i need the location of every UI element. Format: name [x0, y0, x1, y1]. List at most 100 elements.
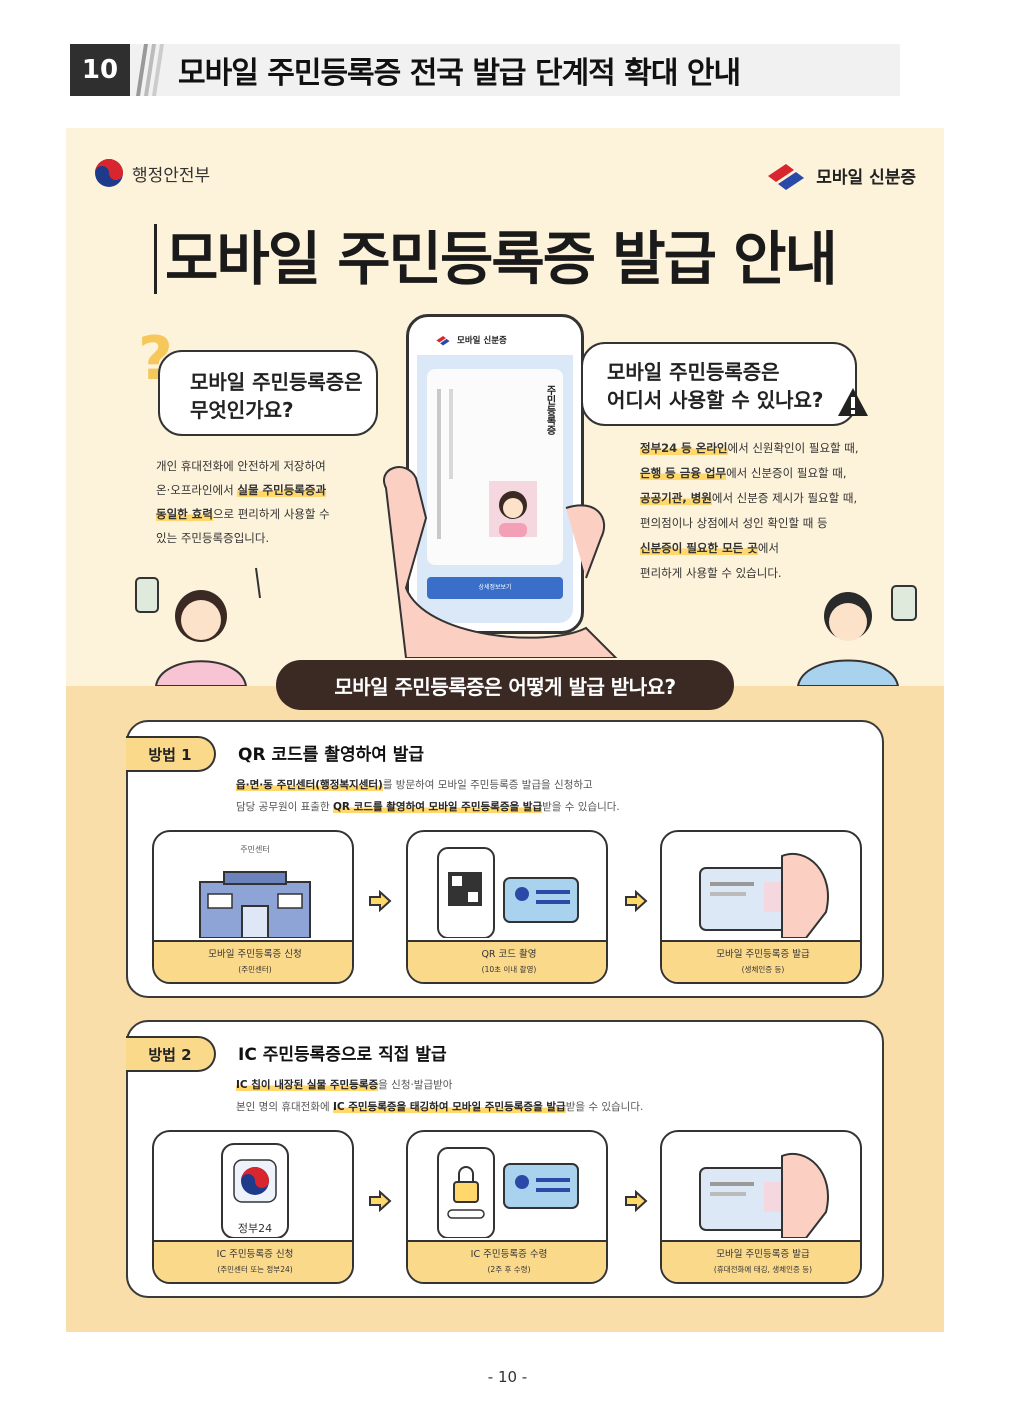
desc-highlight: 신분증이 필요한 모든 곳 [640, 541, 758, 555]
step-art [662, 1132, 860, 1242]
card-text-line [437, 389, 441, 539]
phone-screen: 모바일 신분증 주민등록증 상세정보보기 [417, 325, 573, 623]
header-stripes-decoration [136, 44, 164, 96]
mobile-id-logo-block: 모바일 신분증 [764, 156, 916, 194]
method-title: QR 코드를 촬영하여 발급 [238, 745, 425, 765]
arrow-right-icon [625, 890, 648, 912]
gov24-phone-icon [221, 1143, 289, 1238]
card-photo-icon [489, 481, 537, 537]
section-header: 10 모바일 주민등록증 전국 발급 단계적 확대 안내 [70, 44, 900, 96]
desc-text: 을 신청·발급받아 [378, 1079, 453, 1091]
bubble-line: 어디서 사용할 수 있나요? [607, 388, 824, 412]
mobile-id-brand-icon [436, 336, 450, 346]
man-character-illustration [796, 585, 917, 686]
step-label: IC 주민등록증 수령 [470, 1249, 548, 1260]
step-card: 정부24 IC 주민등록증 신청 (주민센터 또는 정부24) [152, 1130, 354, 1284]
desc-highlight: IC 주민등록증을 태깅하여 모바일 주민등록증을 발급 [332, 1101, 566, 1113]
desc-text: 편리하게 사용할 수 있습니다. [640, 566, 782, 580]
hand-holding-phone-illustration [383, 466, 618, 658]
id-card-title: 주민등록증 [544, 385, 555, 435]
step-caption: 모바일 주민등록증 발급 (휴대전화에 태깅, 생체인증 등) [662, 1240, 860, 1282]
detail-view-button[interactable]: 상세정보보기 [427, 577, 563, 599]
step-label: 모바일 주민등록증 신청 [208, 949, 302, 960]
step-caption: QR 코드 촬영 (10초 이내 촬영) [408, 940, 606, 982]
desc-text: 에서 신분증 제시가 필요할 때, [711, 491, 858, 505]
description-what: 개인 휴대전화에 안전하게 저장하여 온·오프라인에서 실물 주민등록증과 동일… [156, 454, 366, 550]
ministry-logo-block: 행정안전부 [94, 158, 210, 188]
step-sublabel: (2주 후 수령) [487, 1265, 531, 1274]
mobile-id-in-hand-illustration [699, 1152, 829, 1238]
mobile-id-label: 모바일 신분증 [816, 167, 916, 188]
bubble-line: 무엇인가요? [190, 398, 294, 422]
woman-character-illustration [135, 567, 261, 686]
method-2-box: 방법 2 IC 주민등록증으로 직접 발급 IC 칩이 내장된 실물 주민등록증… [126, 1020, 884, 1298]
desc-highlight: 실물 주민등록증과 [237, 483, 327, 497]
desc-text: 으로 편리하게 사용할 수 [212, 507, 330, 521]
arrow-right-icon [625, 1190, 648, 1212]
section-number: 10 [70, 44, 130, 96]
step-sublabel: (생체인증 등) [741, 965, 785, 974]
desc-text: 편의점이나 상점에서 성인 확인할 때 등 [640, 516, 828, 530]
step-label: 모바일 주민등록증 발급 [716, 1249, 810, 1260]
desc-highlight: 정부24 등 온라인 [640, 441, 728, 455]
description-where: 정부24 등 온라인에서 신원확인이 필요할 때, 은행 등 금융 업무에서 신… [640, 436, 910, 586]
step-card: 모바일 주민등록증 발급 (휴대전화에 태깅, 생체인증 등) [660, 1130, 862, 1284]
step-card: 모바일 주민등록증 발급 (생체인증 등) [660, 830, 862, 984]
method-description: IC 칩이 내장된 실물 주민등록증을 신청·발급받아 본인 명의 휴대전화에 … [236, 1074, 643, 1118]
step-art: 정부24 [154, 1132, 352, 1242]
step-sublabel: (휴대전화에 태깅, 생체인증 등) [713, 1265, 813, 1274]
desc-text: 받을 수 있습니다. [542, 801, 620, 813]
step-sublabel: (주민센터 또는 정부24) [217, 1265, 293, 1274]
app-bar: 모바일 신분증 [417, 325, 573, 355]
step-card: QR 코드 촬영 (10초 이내 촬영) [406, 830, 608, 984]
step-art [408, 1132, 606, 1242]
step-art [408, 832, 606, 942]
desc-highlight: QR 코드를 촬영하여 모바일 주민등록증을 발급 [332, 801, 543, 813]
desc-text: 에서 신원확인이 필요할 때, [727, 441, 859, 455]
desc-highlight: 읍·면·동 주민센터(행정복지센터) [236, 779, 383, 791]
speech-bubble-what: 모바일 주민등록증은 무엇인가요? [158, 350, 378, 436]
step-card: 주민센터 모바일 주민등록증 신청 (주민센터) [152, 830, 354, 984]
desc-highlight: 은행 등 금융 업무 [640, 466, 727, 480]
taegeuk-logo-icon [95, 159, 123, 187]
community-center-label: 주민센터 [240, 845, 270, 854]
card-text-line [449, 389, 453, 479]
step-label: IC 주민등록증 신청 [216, 1249, 294, 1260]
arrow-right-icon [369, 890, 392, 912]
desc-highlight: IC 칩이 내장된 실물 주민등록증 [236, 1079, 379, 1091]
phone-illustration: 모바일 신분증 주민등록증 상세정보보기 [406, 314, 584, 634]
bubble-line: 모바일 주민등록증은 [607, 360, 780, 384]
method-description: 읍·면·동 주민센터(행정복지센터)를 방문하여 모바일 주민등록증 발급을 신… [236, 774, 620, 818]
step-art: 주민센터 [154, 832, 352, 942]
desc-text: 온·오프라인에서 [156, 483, 238, 497]
step-label: 모바일 주민등록증 발급 [716, 949, 810, 960]
id-card: 주민등록증 [427, 369, 563, 565]
section-title: 모바일 주민등록증 전국 발급 단계적 확대 안내 [178, 56, 741, 91]
desc-text: 에서 신분증이 필요할 때, [726, 466, 847, 480]
desc-text: 담당 공무원이 표출한 [236, 801, 333, 813]
bubble-line: 모바일 주민등록증은 [190, 370, 363, 394]
desc-text: 에서 [757, 541, 779, 555]
desc-text: 개인 휴대전화에 안전하게 저장하여 [156, 459, 326, 473]
desc-text: 본인 명의 휴대전화에 [236, 1101, 333, 1113]
desc-text: 있는 주민등록증입니다. [156, 531, 270, 545]
poster: 행정안전부 모바일 신분증 모바일 주민등록증 발급 안내 ? 모바일 주민등록… [66, 128, 944, 1332]
method-tag: 방법 2 [126, 1036, 216, 1072]
how-to-issue-banner: 모바일 주민등록증은 어떻게 발급 받나요? [276, 660, 734, 710]
step-caption: 모바일 주민등록증 신청 (주민센터) [154, 940, 352, 982]
desc-text: 받을 수 있습니다. [565, 1101, 644, 1113]
arrow-right-icon [369, 1190, 392, 1212]
method-1-box: 방법 1 QR 코드를 촬영하여 발급 읍·면·동 주민센터(행정복지센터)를 … [126, 720, 884, 998]
qr-scan-illustration [437, 847, 579, 938]
desc-text: 를 방문하여 모바일 주민등록증 발급을 신청하고 [382, 779, 593, 791]
desc-highlight: 공공기관, 병원 [640, 491, 712, 505]
method-tag: 방법 1 [126, 736, 216, 772]
speech-bubble-where: 모바일 주민등록증은 어디서 사용할 수 있나요? [581, 342, 857, 426]
step-card: IC 주민등록증 수령 (2주 후 수령) [406, 1130, 608, 1284]
mobile-id-brand-icon [768, 164, 805, 190]
app-name: 모바일 신분증 [457, 336, 507, 346]
community-center-building-icon [199, 871, 311, 938]
step-art [662, 832, 860, 942]
page-number: - 10 - [487, 1368, 528, 1386]
ic-card-tagging-illustration [437, 1147, 579, 1238]
